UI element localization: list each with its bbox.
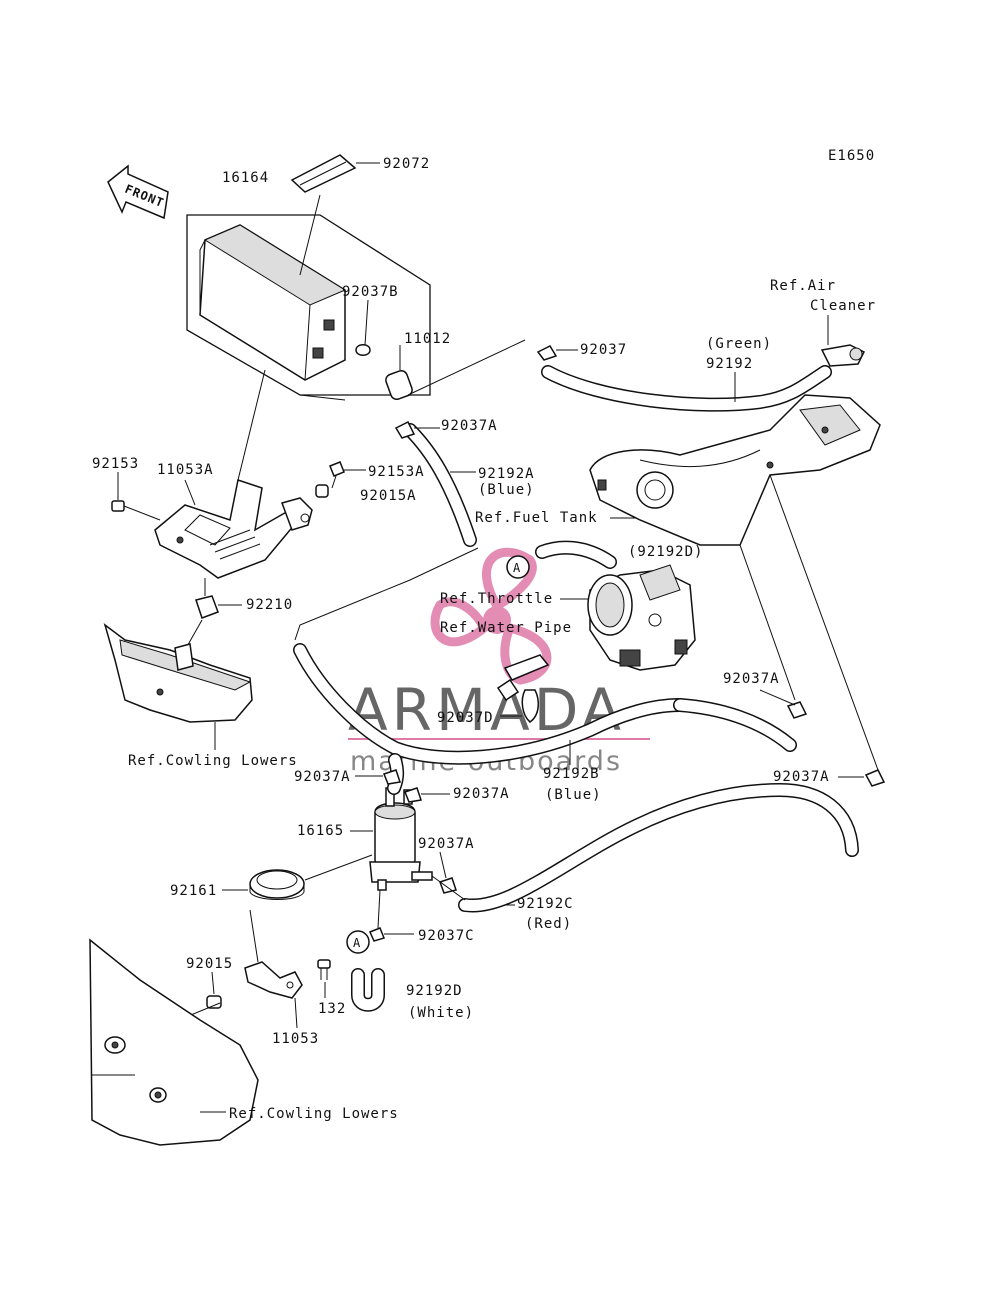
clip-92037A-1 bbox=[394, 420, 416, 439]
label-ref-throttle: Ref.Throttle bbox=[440, 591, 553, 607]
label-blue-2: (Blue) bbox=[545, 787, 602, 803]
clip-92037A-3 bbox=[383, 769, 401, 785]
label-92037-top: 92037 bbox=[580, 342, 627, 358]
clip-92037A-5 bbox=[864, 769, 886, 787]
canister-16164 bbox=[186, 214, 431, 401]
label-92192D: 92192D bbox=[406, 983, 463, 999]
label-11053: 11053 bbox=[272, 1031, 319, 1047]
marker-a-upper: A bbox=[506, 555, 530, 579]
label-92037A-3: 92037A bbox=[294, 769, 351, 785]
label-92192A: 92192A bbox=[478, 466, 535, 482]
watermark-rule bbox=[348, 738, 650, 740]
propeller-logo-icon bbox=[430, 547, 552, 685]
cap-11012 bbox=[385, 369, 413, 401]
grommet-92015 bbox=[206, 995, 222, 1009]
clip-92210 bbox=[195, 595, 219, 619]
marker-a-lower: A bbox=[346, 930, 370, 954]
label-16165: 16165 bbox=[297, 823, 344, 839]
label-92037D: 92037D bbox=[437, 710, 494, 726]
fuel-tank-ref bbox=[589, 394, 881, 546]
label-cleaner: Cleaner bbox=[810, 298, 876, 314]
label-ref-cowling-lowers-1: Ref.Cowling Lowers bbox=[128, 753, 298, 769]
label-92153A: 92153A bbox=[368, 464, 425, 480]
ring-92161 bbox=[249, 869, 305, 900]
clip-92037A-6 bbox=[439, 877, 457, 894]
bracket-11053A bbox=[154, 479, 313, 579]
marker-a-lower-label: A bbox=[353, 936, 361, 950]
air-cleaner-fitting bbox=[820, 344, 866, 367]
label-11012: 11012 bbox=[404, 331, 451, 347]
clip-92037A-2 bbox=[786, 701, 808, 719]
label-red: (Red) bbox=[525, 916, 572, 932]
hose-92192D-white bbox=[351, 968, 385, 1012]
label-92192: 92192 bbox=[706, 356, 753, 372]
label-green: (Green) bbox=[706, 336, 772, 352]
label-ref-fuel-tank: Ref.Fuel Tank bbox=[475, 510, 598, 526]
label-92037A-5: 92037A bbox=[773, 769, 830, 785]
label-92037A-4: 92037A bbox=[453, 786, 510, 802]
front-arrow-icon: FRONT bbox=[107, 164, 169, 220]
clip-92037 bbox=[536, 345, 558, 361]
label-92210: 92210 bbox=[246, 597, 293, 613]
bolt-92153A bbox=[329, 461, 345, 489]
throttle-body-ref bbox=[587, 564, 696, 671]
cowling-lowers-ref-lower bbox=[89, 938, 259, 1146]
filter-16165 bbox=[369, 787, 433, 891]
screw-132 bbox=[317, 959, 331, 980]
clip-92037B bbox=[355, 344, 371, 356]
label-92153: 92153 bbox=[92, 456, 139, 472]
label-92037A-2: 92037A bbox=[723, 671, 780, 687]
label-92161: 92161 bbox=[170, 883, 217, 899]
label-ref-air: Ref.Air bbox=[770, 278, 836, 294]
label-92192B: 92192B bbox=[543, 766, 600, 782]
label-ref-cowling-lowers-2: Ref.Cowling Lowers bbox=[229, 1106, 399, 1122]
diagram-code: E1650 bbox=[828, 148, 875, 164]
label-92192D-paren: (92192D) bbox=[628, 544, 703, 560]
water-pipe-ref bbox=[496, 654, 550, 702]
marker-a-upper-label: A bbox=[513, 561, 521, 575]
label-11053A: 11053A bbox=[157, 462, 214, 478]
label-92015: 92015 bbox=[186, 956, 233, 972]
clamp-92037D bbox=[521, 689, 540, 723]
bracket-11053 bbox=[244, 961, 303, 999]
cowling-lowers-ref-upper bbox=[103, 623, 253, 723]
label-ref-water-pipe: Ref.Water Pipe bbox=[440, 620, 572, 636]
label-92037A-6: 92037A bbox=[418, 836, 475, 852]
label-92015A: 92015A bbox=[360, 488, 417, 504]
clip-92037C bbox=[368, 927, 386, 942]
label-16164: 16164 bbox=[222, 170, 269, 186]
label-132: 132 bbox=[318, 1001, 346, 1017]
label-92192C: 92192C bbox=[517, 896, 574, 912]
strap-92072 bbox=[290, 154, 357, 193]
grommet-92015A bbox=[315, 484, 329, 498]
label-92037A-1: 92037A bbox=[441, 418, 498, 434]
bolt-92153 bbox=[111, 500, 161, 521]
label-92037C: 92037C bbox=[418, 928, 475, 944]
label-white: (White) bbox=[408, 1005, 474, 1021]
label-92037B: 92037B bbox=[342, 284, 399, 300]
clip-92037A-4 bbox=[404, 787, 422, 803]
label-92072: 92072 bbox=[383, 156, 430, 172]
label-blue-1: (Blue) bbox=[478, 482, 535, 498]
